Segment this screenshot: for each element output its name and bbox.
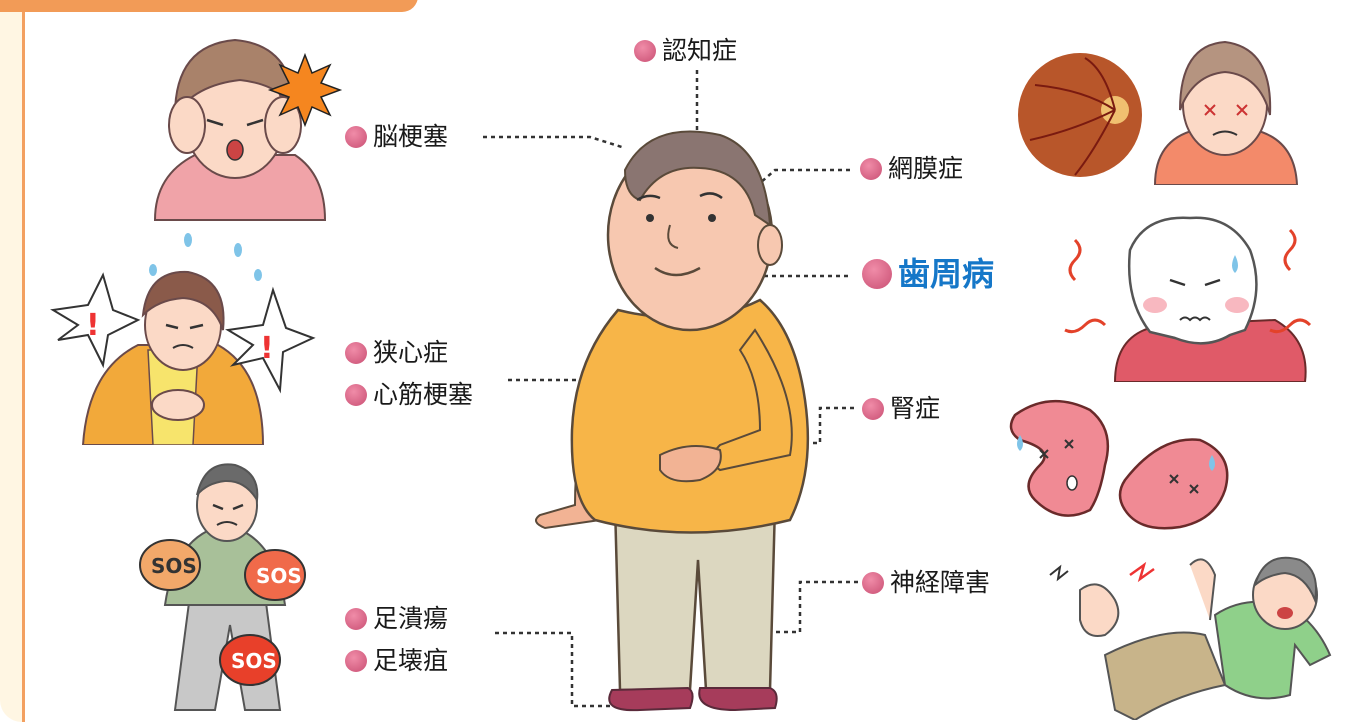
- label-myocardial-text: 心筋梗塞: [373, 380, 474, 409]
- angina-chest-pain-illustration: ! !: [50, 233, 316, 445]
- connector-foot: [495, 631, 620, 708]
- sos-bubble-3: SOS: [219, 634, 281, 686]
- bullet-dot: [345, 649, 367, 672]
- bullet-dot: [345, 607, 367, 630]
- stroke-headache-illustration: [153, 38, 343, 221]
- sos-bubble-1: SOS: [139, 539, 201, 591]
- label-foot-ulcer: 足潰瘍: [345, 606, 448, 631]
- label-stroke: 脳梗塞: [345, 124, 448, 149]
- label-periodontal: 歯周病: [862, 258, 994, 290]
- connector-kidney: [645, 406, 858, 445]
- kidney-illustration: [1009, 399, 1229, 530]
- label-retinopathy-text: 網膜症: [888, 154, 964, 183]
- svg-text:!: !: [260, 331, 274, 366]
- bullet-dot: [345, 383, 367, 406]
- bullet-dot: [862, 259, 892, 289]
- frame-left-border: [0, 0, 25, 722]
- label-gangrene: 足壊疽: [345, 648, 448, 673]
- sos-text: SOS: [151, 554, 197, 578]
- bullet-dot: [862, 571, 884, 594]
- label-nephropathy-text: 腎症: [890, 394, 941, 423]
- label-nephropathy: 腎症: [862, 396, 940, 421]
- sos-text: SOS: [231, 649, 277, 673]
- label-neuropathy-text: 神経障害: [890, 568, 991, 597]
- sos-text: SOS: [256, 564, 302, 588]
- sos-bubble-2: SOS: [244, 549, 306, 601]
- label-dementia-text: 認知症: [662, 36, 738, 65]
- label-angina: 狭心症: [345, 340, 448, 365]
- bullet-dot: [634, 39, 656, 62]
- frame-top-tab: [0, 0, 418, 12]
- man-figure: [535, 130, 810, 712]
- bullet-dot: [862, 397, 884, 420]
- label-gangrene-text: 足壊疽: [373, 646, 449, 675]
- label-angina-text: 狭心症: [373, 338, 449, 367]
- svg-text:!: !: [86, 308, 100, 343]
- retinopathy-illustration: [1018, 40, 1299, 185]
- label-stroke-text: 脳梗塞: [373, 122, 449, 151]
- sos-man-illustration: SOS SOS SOS: [139, 463, 306, 711]
- label-retinopathy: 網膜症: [860, 156, 963, 181]
- bullet-dot: [345, 341, 367, 364]
- bullet-dot: [345, 125, 367, 148]
- neuropathy-falling-man-illustration: [1049, 556, 1332, 720]
- label-periodontal-text: 歯周病: [898, 255, 995, 293]
- connector-stroke: [483, 135, 626, 150]
- label-neuropathy: 神経障害: [862, 570, 990, 595]
- periodontal-tooth-illustration: [1064, 216, 1312, 382]
- label-dementia: 認知症: [634, 38, 737, 63]
- bullet-dot: [860, 157, 882, 180]
- label-myocardial: 心筋梗塞: [345, 382, 473, 407]
- label-foot-ulcer-text: 足潰瘍: [373, 604, 449, 633]
